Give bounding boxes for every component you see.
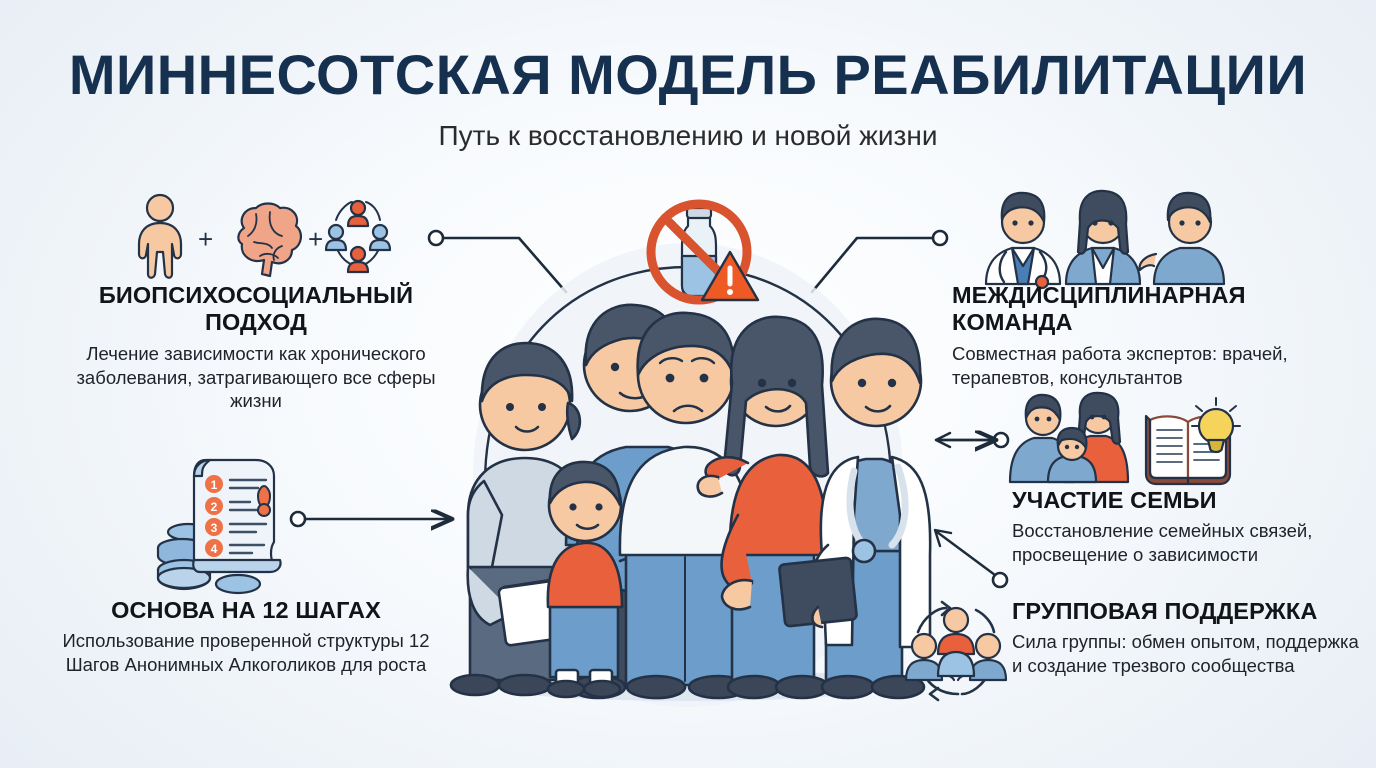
family-group-icon bbox=[1008, 391, 1130, 484]
block-team-desc: Совместная работа экспертов: врачей, тер… bbox=[952, 342, 1288, 388]
person-left bbox=[324, 223, 348, 252]
step-numbers: 1 2 3 4 bbox=[205, 475, 223, 557]
no-alcohol-bottle-icon bbox=[646, 199, 760, 305]
block-group-desc: Сила группы: обмен опытом, поддержка и с… bbox=[1012, 631, 1359, 677]
block-bio: БИОПСИХОСОЦИАЛЬНЫЙ ПОДХОД Лечение зависи… bbox=[60, 282, 452, 413]
book-lightbulb-icon bbox=[1144, 397, 1241, 486]
header: МИННЕСОТСКАЯ МОДЕЛЬ РЕАБИЛИТАЦИИ Путь к … bbox=[0, 0, 1376, 152]
social-circle-icon bbox=[324, 199, 392, 274]
person-right bbox=[368, 223, 392, 252]
step-number-2: 2 bbox=[211, 500, 218, 514]
block-team: МЕЖДИСЦИПЛИНАРНАЯ КОМАНДА Совместная раб… bbox=[952, 282, 1344, 389]
page-subtitle: Путь к восстановлению и новой жизни bbox=[438, 120, 938, 152]
block-bio-desc: Лечение зависимости как хронического заб… bbox=[76, 342, 436, 412]
block-family-desc: Восстановление семейных связей, просвеще… bbox=[1012, 520, 1313, 566]
block-family-title: УЧАСТИЕ СЕМЬИ bbox=[1012, 487, 1217, 513]
person-bottom bbox=[346, 245, 370, 274]
support-circle-icon bbox=[904, 600, 1008, 702]
therapist-avatar bbox=[1064, 189, 1142, 286]
block-steps-desc: Использование проверенной структуры 12 Ш… bbox=[62, 630, 430, 676]
numbered-scroll-steps-icon: 1 2 3 4 bbox=[156, 458, 282, 595]
block-steps-title: ОСНОВА НА 12 ШАГАХ bbox=[111, 597, 381, 623]
doctor-avatar bbox=[984, 191, 1062, 290]
family-connector bbox=[934, 433, 1010, 447]
block-steps: ОСНОВА НА 12 ШАГАХ Использование провере… bbox=[46, 597, 446, 677]
svg-text:+: + bbox=[198, 224, 213, 254]
block-team-title: МЕЖДИСЦИПЛИНАРНАЯ КОМАНДА bbox=[952, 282, 1246, 336]
block-bio-title: БИОПСИХОСОЦИАЛЬНЫЙ ПОДХОД bbox=[98, 282, 414, 336]
child-figure bbox=[546, 460, 686, 699]
person-top bbox=[346, 199, 370, 228]
family-and-book-icon bbox=[1008, 391, 1241, 486]
step-number-3: 3 bbox=[211, 521, 218, 535]
woman-figure bbox=[696, 315, 830, 700]
family-and-care-team-illustration bbox=[449, 243, 932, 707]
block-group-title: ГРУППОВАЯ ПОДДЕРЖКА bbox=[1012, 598, 1318, 624]
block-family: УЧАСТИЕ СЕМЬИ Восстановление семейных св… bbox=[1012, 487, 1352, 567]
therapist-figure bbox=[449, 341, 584, 697]
doctor-figure bbox=[778, 317, 932, 700]
consultant-avatar bbox=[1138, 191, 1226, 286]
professionals-trio-icon bbox=[984, 189, 1226, 290]
body-icon bbox=[137, 193, 183, 279]
brain-icon bbox=[237, 202, 302, 278]
person-top bbox=[936, 606, 976, 656]
svg-text:+: + bbox=[308, 224, 323, 254]
page-title: МИННЕСОТСКАЯ МОДЕЛЬ РЕАБИЛИТАЦИИ bbox=[68, 43, 1308, 106]
step-number-4: 4 bbox=[211, 542, 218, 556]
block-group: ГРУППОВАЯ ПОДДЕРЖКА Сила группы: обмен о… bbox=[1012, 598, 1360, 678]
body-brain-social-icon: + + bbox=[137, 193, 392, 279]
step-number-1: 1 bbox=[211, 478, 218, 492]
